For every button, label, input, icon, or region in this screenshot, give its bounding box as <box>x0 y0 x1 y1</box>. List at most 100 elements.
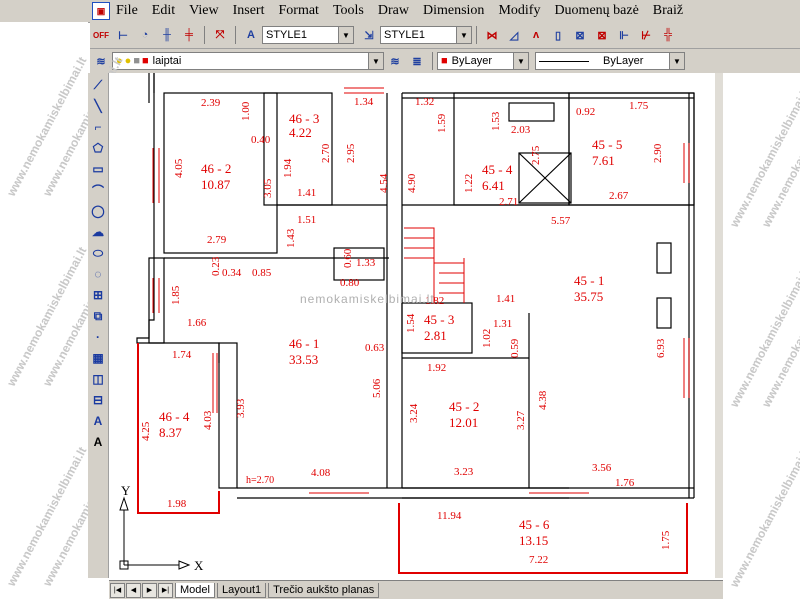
snap-tool-3-icon[interactable]: ʌ <box>532 29 540 41</box>
right-margin: www.nemokamiskelbimai.lt www.nemokamiske… <box>723 73 800 600</box>
tab-model[interactable]: Model <box>175 582 215 598</box>
room-label: 45 - 4 <box>482 162 513 177</box>
chevron-down-icon[interactable]: ▼ <box>669 53 684 69</box>
dim-linear-icon[interactable]: ⊢ <box>118 29 128 42</box>
dim-continue-icon[interactable]: ╫ <box>163 29 171 41</box>
svg-text:0.60: 0.60 <box>342 248 354 268</box>
layer-previous-icon[interactable]: ≋ <box>390 55 400 68</box>
menu-view[interactable]: View <box>189 3 219 18</box>
revcloud-icon[interactable]: ☁ <box>92 225 104 239</box>
tab-last-icon[interactable]: ▶| <box>158 582 173 598</box>
menu-dimension[interactable]: Dimension <box>422 3 485 18</box>
chevron-down-icon[interactable]: ▼ <box>456 27 471 43</box>
svg-text:1.33: 1.33 <box>356 257 376 269</box>
point-icon[interactable]: · <box>96 330 100 344</box>
svg-text:1.94: 1.94 <box>282 158 294 178</box>
room-area: 13.15 <box>519 533 548 548</box>
snap-tool-6-icon[interactable]: ⊠ <box>597 29 607 42</box>
arc-icon[interactable]: ⌒ <box>91 183 104 198</box>
make-block-icon[interactable]: ⧉ <box>93 308 103 323</box>
hatch-icon[interactable]: ▦ <box>92 351 104 365</box>
svg-text:1.32: 1.32 <box>415 96 434 108</box>
construction-line-icon[interactable]: ╲ <box>94 99 102 113</box>
room-area: 6.41 <box>482 178 505 193</box>
svg-text:1.85: 1.85 <box>170 285 182 305</box>
snap-tool-7-icon[interactable]: ⊩ <box>619 29 629 42</box>
room-area: 10.87 <box>201 177 231 192</box>
left-margin: www.nemokamiskelbimai.lt www.nemokamiske… <box>0 22 125 600</box>
svg-text:1.82: 1.82 <box>425 295 444 307</box>
chevron-down-icon[interactable]: ▼ <box>338 27 353 43</box>
menu-edit[interactable]: Edit <box>151 3 176 18</box>
circle-icon[interactable]: ◯ <box>91 204 105 218</box>
drawing-canvas[interactable]: 46 - 2 10.87 46 - 3 4.22 46 - 1 33.53 46… <box>109 73 715 578</box>
polyline-icon[interactable]: ⌐ <box>94 120 102 134</box>
menu-insert[interactable]: Insert <box>232 3 265 18</box>
text-style-select[interactable]: STYLE1 ▼ <box>262 26 354 44</box>
rectangle-icon[interactable]: ▭ <box>92 162 104 176</box>
lightbulb-icon[interactable]: ● <box>116 55 123 67</box>
menu-draw[interactable]: Draw <box>377 3 409 18</box>
insert-block-icon[interactable]: ⊞ <box>92 288 104 302</box>
linetype-sample-icon <box>539 60 589 62</box>
chevron-down-icon[interactable]: ▼ <box>368 53 383 69</box>
menu-file[interactable]: File <box>116 3 138 18</box>
svg-text:1.66: 1.66 <box>187 317 207 329</box>
off-toggle-icon[interactable]: OFF <box>93 30 109 40</box>
polygon-icon[interactable]: ⬠ <box>92 141 104 155</box>
menu-draw-lt[interactable]: Braiž <box>652 3 684 18</box>
snap-tool-2-icon[interactable]: ◿ <box>509 29 519 42</box>
layers-icon[interactable]: ≋ <box>96 55 106 68</box>
dim-angular-icon[interactable]: ◔ <box>141 29 149 41</box>
lock-icon[interactable]: ■ <box>133 55 140 67</box>
tab-layout1[interactable]: Layout1 <box>216 582 267 598</box>
line-icon[interactable]: ⟋ <box>93 77 103 92</box>
svg-text:5.57: 5.57 <box>551 215 571 227</box>
color-swatch-icon: ■ <box>441 55 448 67</box>
linetype-select[interactable]: ByLayer ▼ <box>535 52 685 70</box>
snap-tool-5-icon[interactable]: ⊠ <box>575 29 585 42</box>
ucs-icon <box>119 496 191 570</box>
dim-baseline-icon[interactable]: ╪ <box>185 29 193 41</box>
ellipse-arc-icon[interactable]: ◌ <box>94 267 102 281</box>
color-select[interactable]: ■ ByLayer ▼ <box>437 52 529 70</box>
room-label: 45 - 1 <box>574 273 604 288</box>
tab-next-icon[interactable]: ▶ <box>142 582 157 598</box>
svg-text:0.80: 0.80 <box>340 277 360 289</box>
svg-text:1.53: 1.53 <box>490 111 502 131</box>
sun-icon[interactable]: ● <box>124 55 132 67</box>
snap-tool-4-icon[interactable]: ▯ <box>554 29 562 42</box>
room-label: 45 - 5 <box>592 137 622 152</box>
dim-style-select[interactable]: STYLE1 ▼ <box>380 26 472 44</box>
menu-format[interactable]: Format <box>278 3 319 18</box>
layer-match-icon[interactable]: ≣ <box>412 55 422 68</box>
menu-modify[interactable]: Modify <box>498 3 541 18</box>
chevron-down-icon[interactable]: ▼ <box>513 53 528 69</box>
tab-prev-icon[interactable]: ◀ <box>126 582 141 598</box>
dim-style-icon[interactable]: ⇲ <box>364 29 374 42</box>
ellipse-icon[interactable]: ⬭ <box>92 245 104 260</box>
dimension-labels: 2.39 1.00 0.40 1.34 1.32 1.59 1.53 2.03 … <box>140 96 672 566</box>
text-style-icon[interactable]: A <box>247 29 255 41</box>
vertical-scrollbar[interactable] <box>715 73 723 578</box>
tab-third-floor[interactable]: Trečio aukšto planas <box>268 582 380 598</box>
snap-tool-1-icon[interactable]: ⋈ <box>486 29 498 42</box>
svg-text:1.75: 1.75 <box>629 100 649 112</box>
axis-y-label: Y <box>121 483 131 498</box>
layer-select[interactable]: ● ● ■ ■ laiptai ▼ <box>112 52 384 70</box>
room-label: 45 - 2 <box>449 399 479 414</box>
svg-text:1.75: 1.75 <box>660 530 672 550</box>
app-icon[interactable]: ▣ <box>92 2 110 20</box>
snap-tool-8-icon[interactable]: ⊬ <box>641 29 651 42</box>
tab-first-icon[interactable]: |◀ <box>110 582 125 598</box>
snap-tool-9-icon[interactable]: ╬ <box>664 29 672 41</box>
menu-database[interactable]: Duomenų bazė <box>554 3 639 18</box>
table-icon[interactable]: ⊟ <box>92 393 104 407</box>
region-icon[interactable]: ◫ <box>92 372 104 386</box>
menu-tools[interactable]: Tools <box>332 3 364 18</box>
red-outlines <box>137 343 688 574</box>
mtext-icon[interactable]: A <box>93 414 103 428</box>
svg-text:1.00: 1.00 <box>240 101 252 121</box>
dim-edit-icon[interactable]: ⤧ <box>215 28 225 41</box>
text-icon[interactable]: A <box>93 435 103 449</box>
